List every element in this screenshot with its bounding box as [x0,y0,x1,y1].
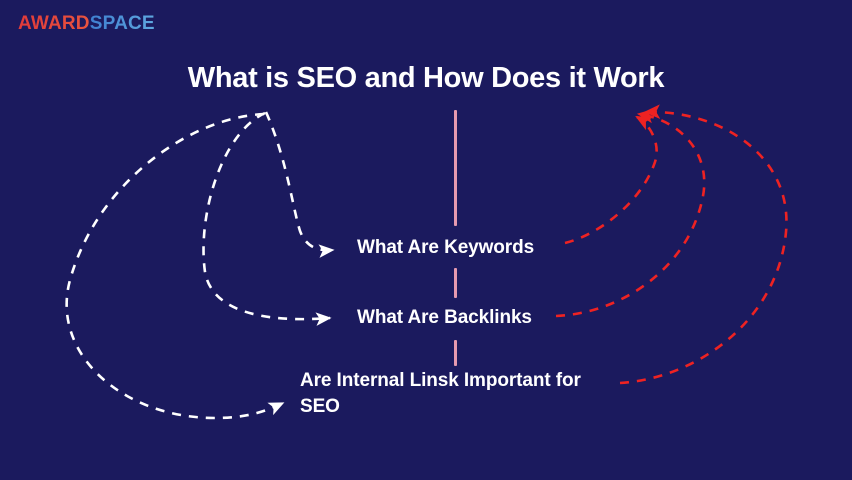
left-arrow-group [65,111,335,420]
red-arrow-from-internal-links [619,104,788,385]
right-arrow-group [555,104,788,385]
spine-segment-bottom [454,340,457,366]
page-title: What is SEO and How Does it Work [187,62,665,94]
spine-segment-middle [454,268,457,298]
white-arrow-to-internal-links [65,112,285,420]
node-label-internal-links[interactable]: Are Internal Linsk Important for SEO [300,370,581,417]
logo-award-text: AWARD [18,13,90,34]
white-arrow-to-keywords [264,111,335,258]
node-label-keywords[interactable]: What Are Keywords [357,237,535,258]
node-label-backlinks[interactable]: What Are Backlinks [357,307,532,328]
logo-space-text: SPACE [89,13,155,34]
red-arrow-from-keywords [564,115,658,245]
spine-segment-top [454,110,457,226]
white-arrow-to-backlinks [202,111,332,326]
red-arrow-from-backlinks [555,108,706,318]
awardspace-logo[interactable]: AWARDSPACE [18,14,155,33]
